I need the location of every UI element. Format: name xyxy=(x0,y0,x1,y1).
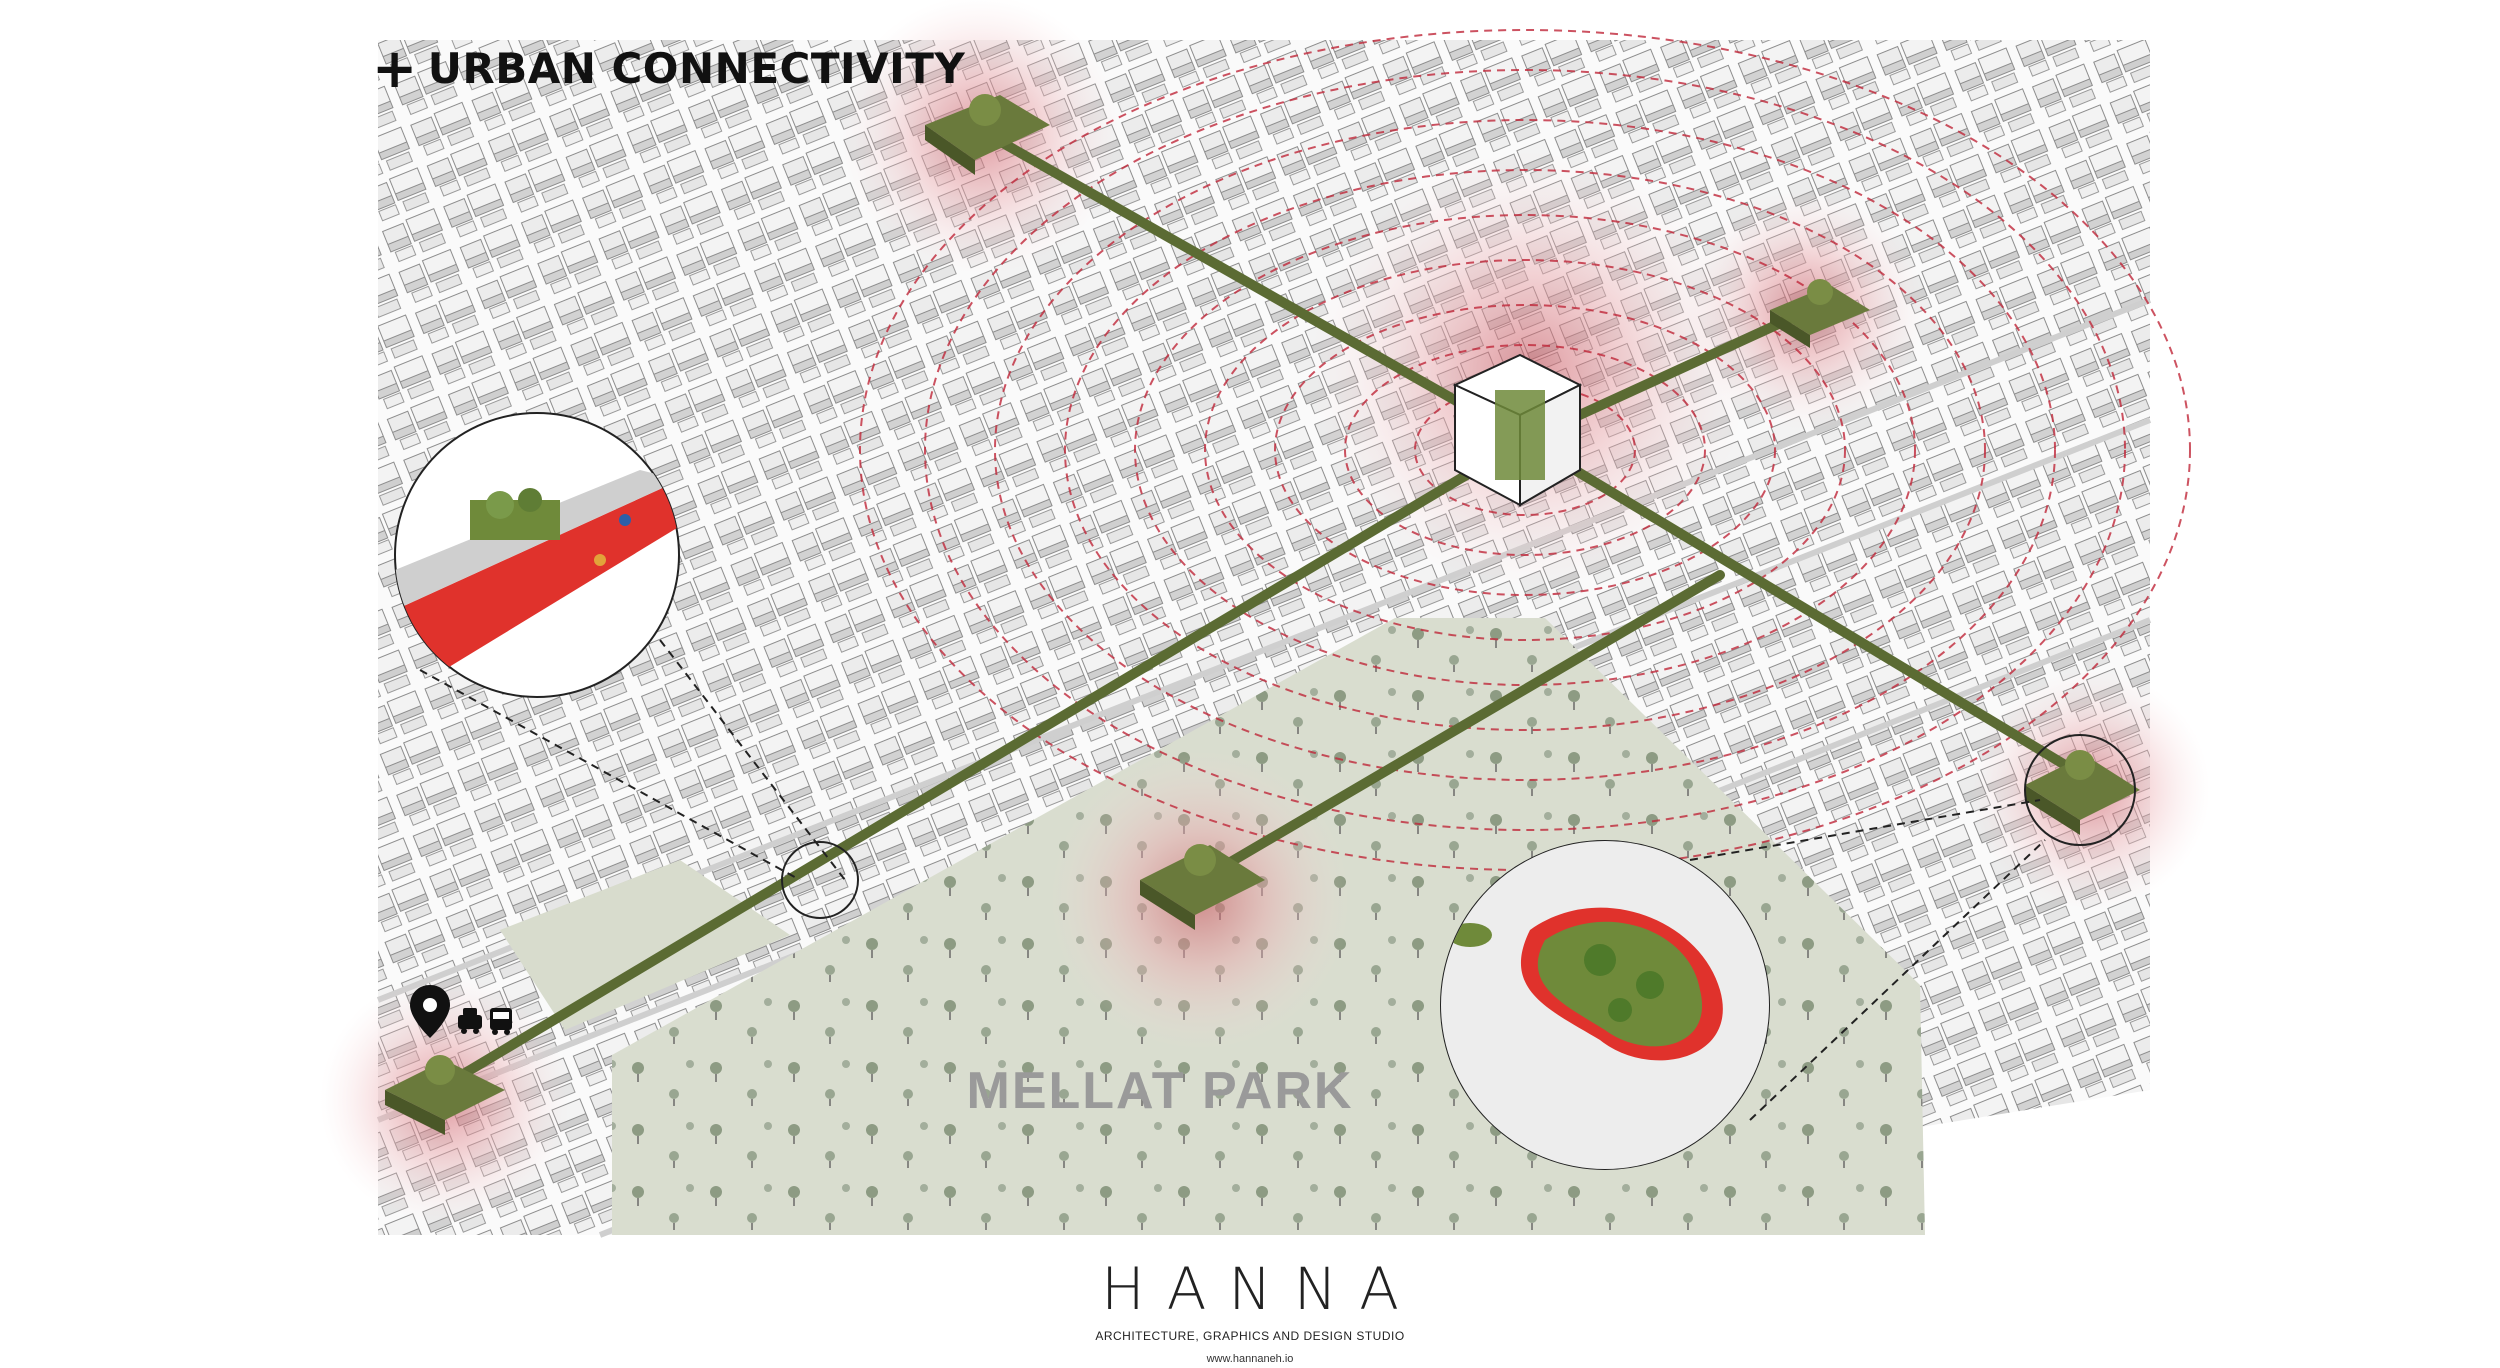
platform-east xyxy=(1770,279,1870,348)
ripple-rings xyxy=(859,29,2191,871)
park-left-block xyxy=(500,860,790,1030)
platform-southeast xyxy=(2025,750,2140,835)
magnifier-a-target xyxy=(781,841,859,919)
central-hub xyxy=(1452,353,1583,507)
skywalk-bridges xyxy=(440,125,2095,1090)
magnifier-a-callout xyxy=(419,639,846,881)
taxi-icon xyxy=(458,1008,482,1034)
brand-name: HANNA xyxy=(1101,1255,1421,1323)
brand-tagline: ARCHITECTURE, GRAPHICS AND DESIGN STUDIO xyxy=(1095,1329,1405,1343)
title-text: URBAN CONNECTIVITY xyxy=(427,44,966,93)
platforms xyxy=(385,94,2140,1135)
platform-southwest xyxy=(385,1055,505,1135)
location-pin-icon xyxy=(410,985,450,1038)
brand-url: www.hannaneh.io xyxy=(1206,1353,1294,1365)
platform-park xyxy=(1140,844,1265,930)
magnifier-park-loop xyxy=(1440,840,1770,1170)
plus-icon: + xyxy=(372,36,418,100)
page-title: + URBAN CONNECTIVITY xyxy=(372,36,966,100)
magnifier-walkway xyxy=(394,412,680,698)
platform-north xyxy=(925,94,1050,175)
bus-icon xyxy=(490,1008,512,1035)
magnifier-b-target xyxy=(2024,734,2136,846)
park-label: MELLAT PARK xyxy=(967,1062,1354,1120)
studio-logo: HANNA ARCHITECTURE, GRAPHICS AND DESIGN … xyxy=(0,1255,2500,1365)
magnifier-b-callout xyxy=(1689,799,2046,1121)
